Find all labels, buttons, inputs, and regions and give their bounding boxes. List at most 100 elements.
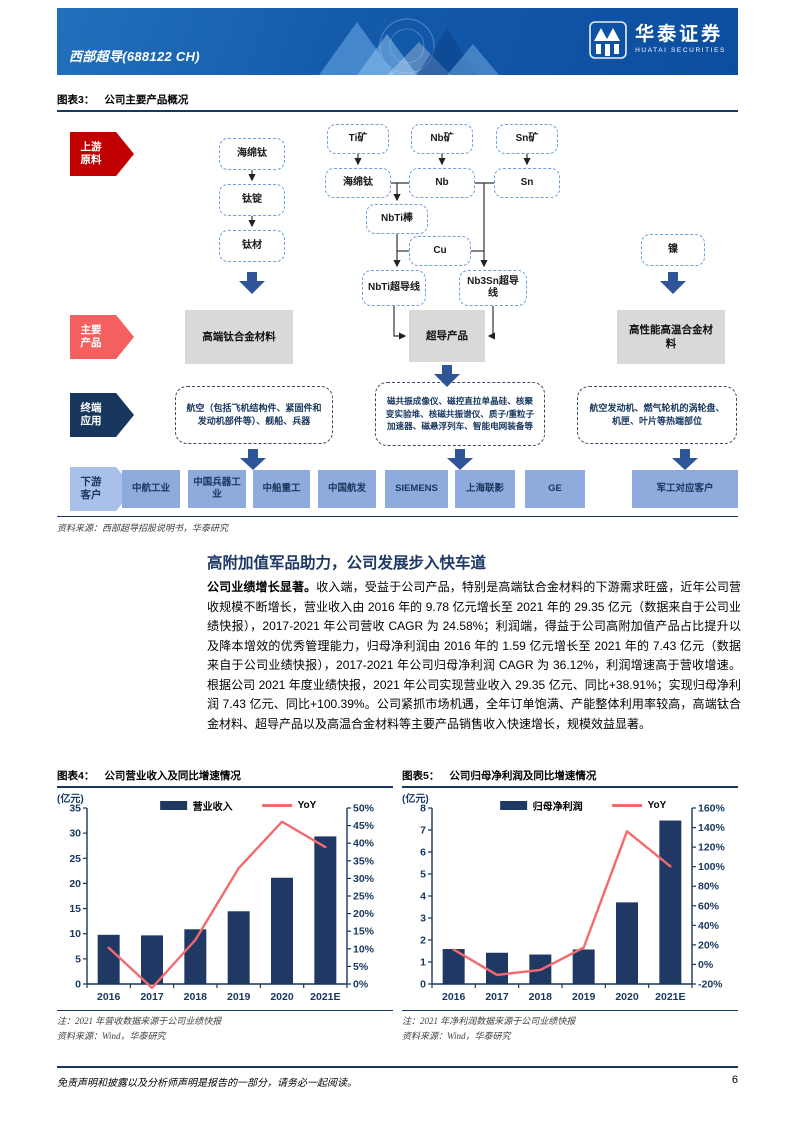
product-titanium-alloy: 高端钛合金材料: [185, 310, 293, 364]
svg-text:6: 6: [420, 847, 426, 859]
svg-text:2021E: 2021E: [310, 991, 340, 1003]
node-titanium-material: 钛材: [219, 230, 285, 262]
figure4-note: 注：2021 年营收数据来源于公司业绩快报: [57, 1016, 222, 1026]
svg-text:20%: 20%: [698, 939, 720, 951]
svg-text:2021E: 2021E: [655, 991, 685, 1003]
figure3-title-text: 公司主要产品概况: [104, 94, 189, 106]
svg-text:20%: 20%: [353, 908, 375, 920]
node-nb3sn-superconducting-wire: Nb3Sn超导线: [459, 270, 527, 306]
svg-text:160%: 160%: [698, 803, 726, 815]
figure4-unit-label: (亿元): [57, 794, 84, 805]
customer-ge: GE: [525, 470, 585, 508]
svg-text:3: 3: [420, 913, 426, 925]
svg-text:5: 5: [75, 953, 81, 965]
banner-graphic: [319, 18, 499, 75]
svg-text:45%: 45%: [353, 820, 375, 832]
node-tin: Sn: [494, 168, 560, 198]
svg-text:7: 7: [420, 825, 426, 837]
body-text: 收入端，受益于公司产品，特别是高端钛合金材料的下游需求旺盛，近年公司营收规模不断…: [207, 580, 741, 731]
figure4-title-text: 公司营业收入及同比增速情况: [104, 770, 241, 782]
figure5-title: 图表5： 公司归母净利润及同比增速情况: [402, 768, 738, 788]
node-titanium-ingot: 钛锭: [219, 184, 285, 216]
customer-united-imaging: 上海联影: [455, 470, 515, 508]
svg-text:2019: 2019: [572, 991, 596, 1003]
bar-legend-swatch: [160, 801, 188, 810]
svg-text:140%: 140%: [698, 822, 726, 834]
figure5-label: 图表5：: [402, 770, 440, 782]
node-nickel: 镍: [641, 234, 705, 266]
svg-text:5%: 5%: [353, 961, 369, 973]
svg-text:8: 8: [420, 803, 426, 815]
brand-name-cn: 华泰证券: [635, 24, 724, 46]
svg-text:5: 5: [420, 869, 426, 881]
svg-text:0: 0: [420, 979, 426, 991]
figure4-source: 资料来源：Wind，华泰研究: [57, 1030, 166, 1041]
svg-text:2019: 2019: [227, 991, 251, 1003]
svg-text:10: 10: [69, 928, 81, 940]
figure3-source: 资料来源：西部超导招股说明书，华泰研究: [57, 523, 229, 533]
line-legend-label: YoY: [297, 800, 317, 811]
svg-text:40%: 40%: [353, 838, 375, 850]
stock-title: 西部超导(688122 CH): [69, 49, 200, 64]
page-footer: 免责声明和披露以及分析师声明是报告的一部分，请务必一起阅读。 6: [57, 1066, 738, 1089]
svg-text:120%: 120%: [698, 842, 726, 854]
bar-legend-label: 营业收入: [192, 802, 233, 813]
node-copper: Cu: [409, 236, 471, 266]
brand-name-en: HUATAI SECURITIES: [635, 47, 726, 55]
stage-main-products: 主要产品: [70, 315, 134, 359]
svg-text:2: 2: [420, 935, 426, 947]
svg-text:50%: 50%: [353, 803, 375, 815]
application-engines: 航空发动机、燃气轮机的涡轮盘、机匣、叶片等热端部位: [577, 386, 737, 444]
figure4-notes: 注：2021 年营收数据来源于公司业绩快报 资料来源：Wind，华泰研究: [57, 1010, 393, 1044]
figure5-note: 注：2021 年净利润数据来源于公司业绩快报: [402, 1016, 576, 1026]
bar-legend-label: 归母净利润: [532, 802, 583, 813]
customer-aecc: 中国航发: [318, 470, 376, 508]
svg-text:0: 0: [75, 979, 81, 991]
svg-text:2018: 2018: [529, 991, 553, 1003]
svg-text:2018: 2018: [184, 991, 208, 1003]
customer-avic: 中航工业: [122, 470, 180, 508]
svg-text:1: 1: [420, 957, 426, 969]
brand-block: 华泰证券 HUATAI SECURITIES: [589, 21, 726, 59]
node-sponge-titanium-b: 海绵钛: [325, 168, 391, 198]
figure4-title: 图表4： 公司营业收入及同比增速情况: [57, 768, 393, 788]
node-nbti-rod: NbTi棒: [366, 204, 428, 234]
svg-text:25%: 25%: [353, 891, 375, 903]
figure5-notes: 注：2021 年净利润数据来源于公司业绩快报 资料来源：Wind，华泰研究: [402, 1010, 738, 1044]
svg-text:10%: 10%: [353, 943, 375, 955]
line-legend-label: YoY: [647, 800, 667, 811]
node-niobium: Nb: [409, 168, 475, 198]
figure5-legend: 归母净利润 YoY: [500, 798, 667, 813]
line-legend-swatch: [612, 804, 643, 807]
svg-text:25: 25: [69, 853, 81, 865]
svg-text:60%: 60%: [698, 900, 720, 912]
svg-text:4: 4: [420, 891, 426, 903]
header-banner: 西部超导(688122 CH) 华泰证券 HUATAI SECURITIES: [57, 8, 738, 75]
body-lead: 公司业绩增长显著。: [207, 580, 317, 594]
node-nbti-superconducting-wire: NbTi超导线: [362, 270, 426, 306]
svg-text:100%: 100%: [698, 861, 726, 873]
figure5-unit-label: (亿元): [402, 794, 429, 805]
svg-text:15: 15: [69, 903, 81, 915]
svg-text:0%: 0%: [698, 959, 714, 971]
svg-text:15%: 15%: [353, 926, 375, 938]
figure3-source-block: 资料来源：西部超导招股说明书，华泰研究: [57, 516, 738, 534]
svg-text:80%: 80%: [698, 881, 720, 893]
footer-disclaimer: 免责声明和披露以及分析师声明是报告的一部分，请务必一起阅读。: [57, 1078, 357, 1089]
figure4-label: 图表4：: [57, 770, 95, 782]
svg-text:35: 35: [69, 803, 81, 815]
node-sponge-titanium-a: 海绵钛: [219, 138, 285, 170]
figure3-label: 图表3：: [57, 94, 95, 106]
page-number: 6: [731, 1074, 738, 1086]
svg-text:2017: 2017: [485, 991, 509, 1003]
customer-csic: 中船重工: [253, 470, 310, 508]
product-superconducting: 超导产品: [409, 310, 485, 362]
net-profit-chart-svg: 012345678-20%0%20%40%60%80%100%120%140%1…: [420, 803, 726, 1004]
svg-text:2020: 2020: [270, 991, 294, 1003]
revenue-chart-svg: 051015202530350%5%10%15%20%25%30%35%40%4…: [69, 803, 375, 1004]
figure3-title: 图表3： 公司主要产品概况: [57, 92, 738, 112]
svg-text:40%: 40%: [698, 920, 720, 932]
